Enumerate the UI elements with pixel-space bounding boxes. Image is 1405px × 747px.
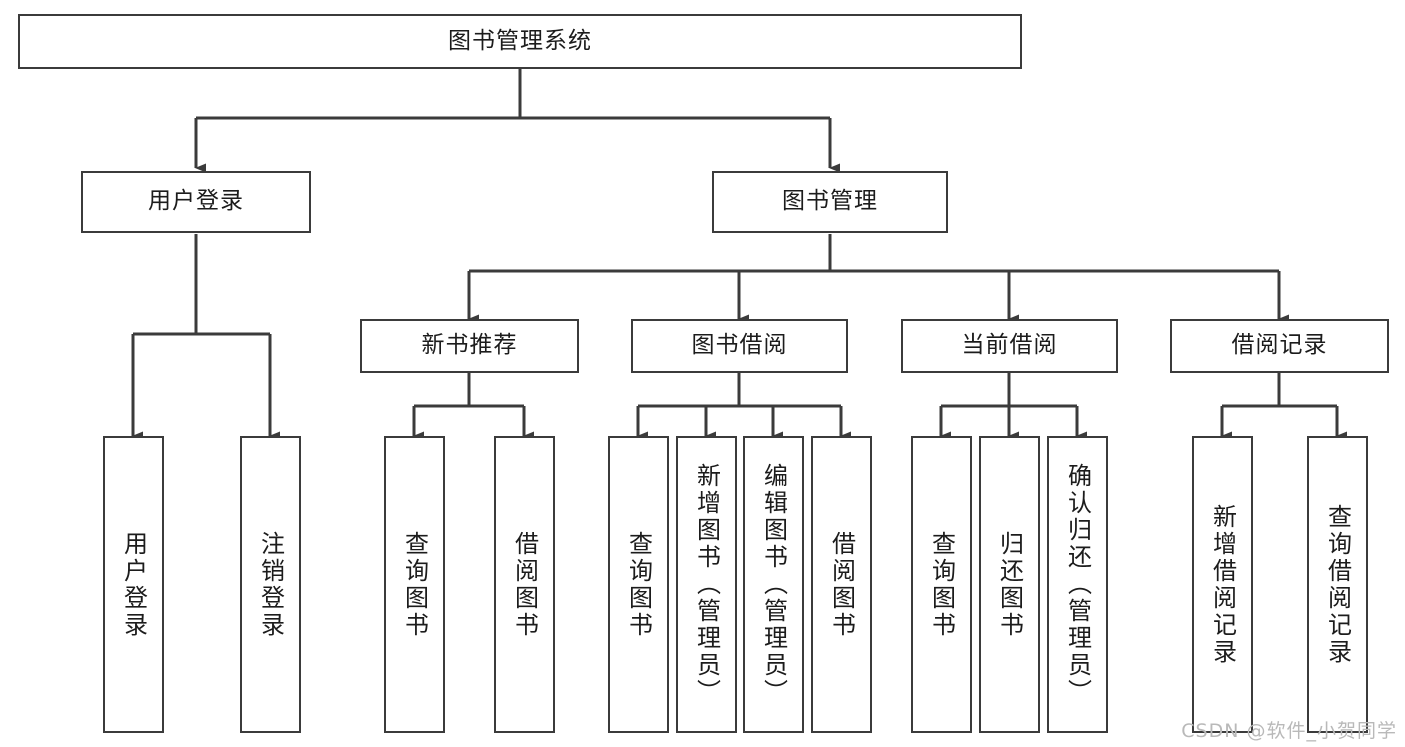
leaf-borrow-book-2[interactable]: 借阅图书 [811,436,872,733]
leaf-borrow-book-1[interactable]: 借阅图书 [494,436,555,733]
node-book-manage[interactable]: 图书管理 [712,171,948,233]
leaf-add-record[interactable]: 新增借阅记录 [1192,436,1253,733]
leaf-add-book-label: 新增图书（管理员） [692,463,721,706]
watermark: CSDN @软件_小贺同学 [1181,720,1397,742]
leaf-return-book-label: 归还图书 [995,530,1024,639]
leaf-confirm-return[interactable]: 确认归还（管理员） [1047,436,1108,733]
node-borrow-record-label: 借阅记录 [1231,332,1328,359]
leaf-query-book-1[interactable]: 查询图书 [384,436,445,733]
leaf-query-book-3[interactable]: 查询图书 [911,436,972,733]
node-borrow-record[interactable]: 借阅记录 [1170,319,1389,373]
leaf-query-book-2[interactable]: 查询图书 [608,436,669,733]
node-book-manage-label: 图书管理 [782,188,878,215]
leaf-query-book-2-label: 查询图书 [624,530,653,639]
leaf-query-book-1-label: 查询图书 [400,530,429,639]
node-root-label: 图书管理系统 [448,27,592,54]
leaf-edit-book-label: 编辑图书（管理员） [759,463,788,706]
leaf-query-book-3-label: 查询图书 [927,530,956,639]
leaf-query-record[interactable]: 查询借阅记录 [1307,436,1368,733]
leaf-user-login[interactable]: 用户登录 [103,436,164,733]
leaf-edit-book[interactable]: 编辑图书（管理员） [743,436,804,733]
node-book-borrow-label: 图书借阅 [691,332,788,359]
leaf-return-book[interactable]: 归还图书 [979,436,1040,733]
leaf-logout-login[interactable]: 注销登录 [240,436,301,733]
leaf-confirm-return-label: 确认归还（管理员） [1063,463,1092,706]
leaf-user-login-label: 用户登录 [119,530,148,639]
node-current-borrow-label: 当前借阅 [961,332,1058,359]
leaf-add-record-label: 新增借阅记录 [1208,503,1237,666]
node-root[interactable]: 图书管理系统 [18,14,1022,69]
node-new-book-recommend[interactable]: 新书推荐 [360,319,579,373]
node-user-login[interactable]: 用户登录 [81,171,311,233]
node-user-login-label: 用户登录 [148,188,244,215]
leaf-add-book[interactable]: 新增图书（管理员） [676,436,737,733]
node-book-borrow[interactable]: 图书借阅 [631,319,848,373]
leaf-query-record-label: 查询借阅记录 [1323,503,1352,666]
leaf-borrow-book-2-label: 借阅图书 [827,530,856,639]
node-current-borrow[interactable]: 当前借阅 [901,319,1118,373]
leaf-logout-login-label: 注销登录 [256,530,285,639]
leaf-borrow-book-1-label: 借阅图书 [510,530,539,639]
node-new-book-recommend-label: 新书推荐 [421,332,518,359]
